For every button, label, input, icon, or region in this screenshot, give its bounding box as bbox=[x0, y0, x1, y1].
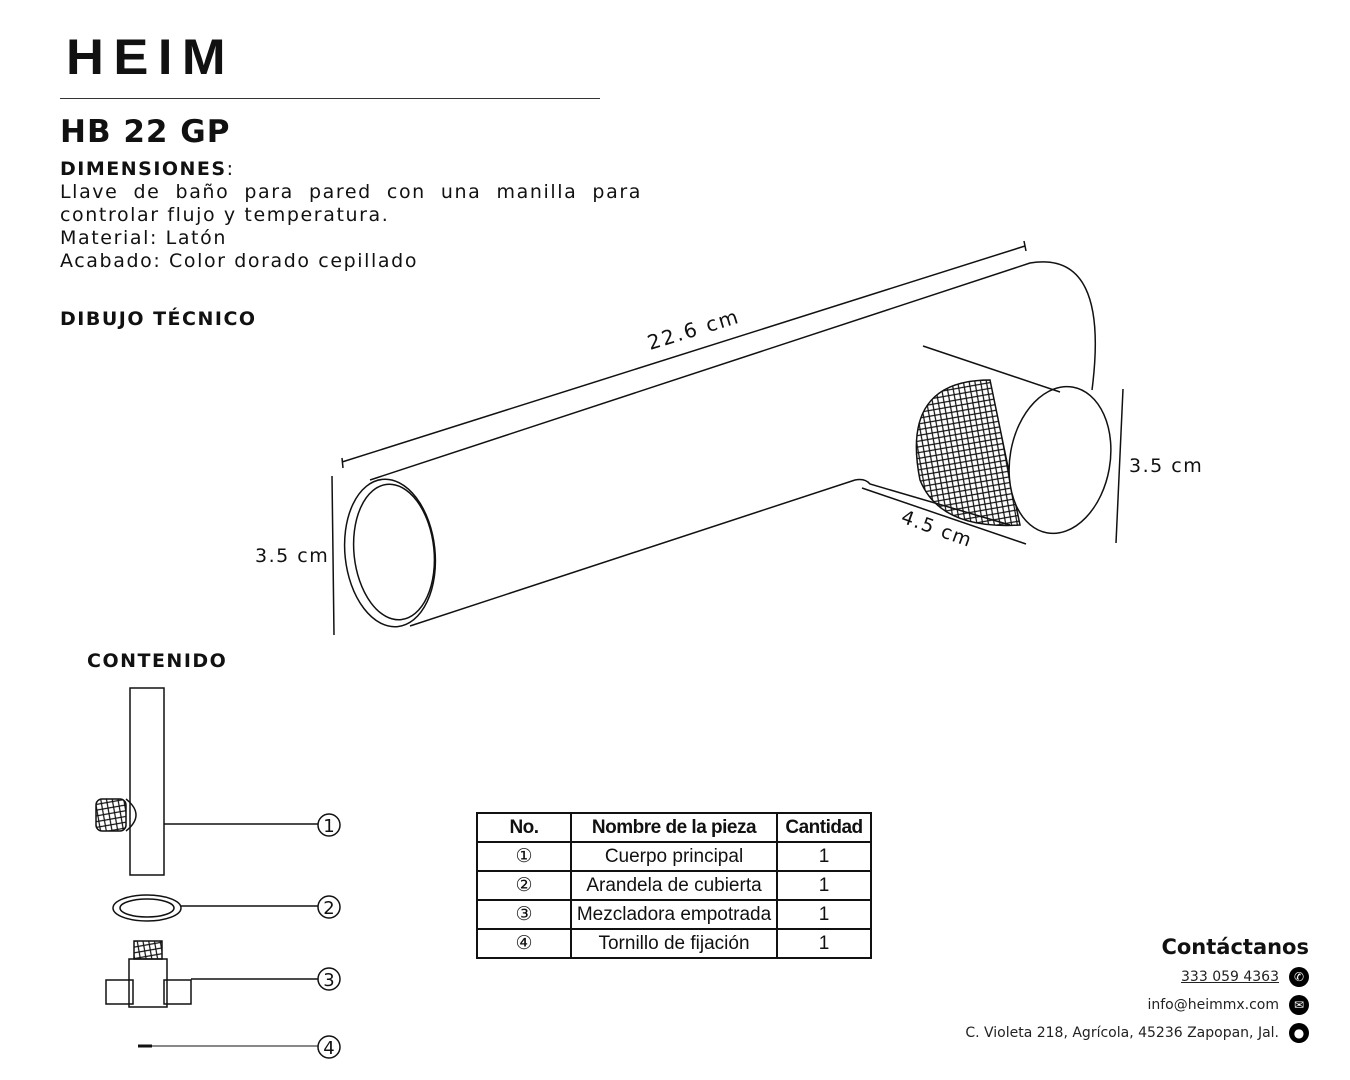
mail-icon: ✉ bbox=[1289, 995, 1309, 1015]
length-label: 22.6 cm bbox=[644, 304, 742, 355]
dimension-lines bbox=[331, 240, 1124, 636]
description-line: Llave de baño para pared con una manilla… bbox=[60, 181, 642, 203]
col-name: Nombre de la pieza bbox=[570, 812, 778, 843]
material: Material: Latón bbox=[60, 227, 227, 249]
contents-heading: CONTENIDO bbox=[87, 650, 228, 672]
part-no: ④ bbox=[476, 928, 572, 959]
phone-link[interactable]: 333 059 4363 bbox=[1181, 969, 1279, 985]
location-pin-icon: ● bbox=[1289, 1023, 1309, 1043]
callout-2: 2 bbox=[323, 898, 334, 919]
finish: Acabado: Color dorado cepillado bbox=[60, 250, 419, 272]
dimensions-heading: DIMENSIONES: bbox=[60, 158, 235, 180]
brand-logo: HEIM bbox=[66, 29, 236, 85]
divider bbox=[60, 98, 600, 99]
drawing-heading: DIBUJO TÉCNICO bbox=[60, 308, 257, 330]
part-qty: 1 bbox=[776, 870, 872, 901]
product-code: HB 22 GP bbox=[60, 114, 231, 150]
callout-1: 1 bbox=[323, 816, 334, 837]
left-height-label: 3.5 cm bbox=[255, 545, 329, 567]
contact-block: Contáctanos 333 059 4363 ✆ info@heimmx.co… bbox=[965, 935, 1309, 1047]
table-header-row: No. Nombre de la pieza Cantidad bbox=[476, 812, 872, 843]
phone-icon: ✆ bbox=[1289, 967, 1309, 987]
address: C. Violeta 218, Agrícola, 45236 Zapopan,… bbox=[965, 1025, 1279, 1041]
faucet-body bbox=[343, 261, 1112, 628]
part-name: Arandela de cubierta bbox=[570, 870, 778, 901]
part-qty: 1 bbox=[776, 841, 872, 872]
part-no: ① bbox=[476, 841, 572, 872]
callout-4: 4 bbox=[323, 1038, 334, 1059]
part-no: ② bbox=[476, 870, 572, 901]
col-no: No. bbox=[476, 812, 572, 843]
part-no: ③ bbox=[476, 899, 572, 930]
part-name: Tornillo de fijación bbox=[570, 928, 778, 959]
product-description: Llave de baño para pared con una manilla… bbox=[60, 181, 642, 273]
right-height-label: 3.5 cm bbox=[1129, 455, 1203, 477]
part-name: Cuerpo principal bbox=[570, 841, 778, 872]
col-qty: Cantidad bbox=[776, 812, 872, 843]
email-link[interactable]: info@heimmx.com bbox=[1147, 997, 1279, 1013]
description-line: controlar flujo y temperatura. bbox=[60, 204, 390, 226]
callout-3: 3 bbox=[323, 970, 334, 991]
contact-heading: Contáctanos bbox=[1161, 935, 1309, 959]
exploded-parts bbox=[95, 687, 318, 1048]
part-qty: 1 bbox=[776, 899, 872, 930]
part-qty: 1 bbox=[776, 928, 872, 959]
part-name: Mezcladora empotrada bbox=[570, 899, 778, 930]
